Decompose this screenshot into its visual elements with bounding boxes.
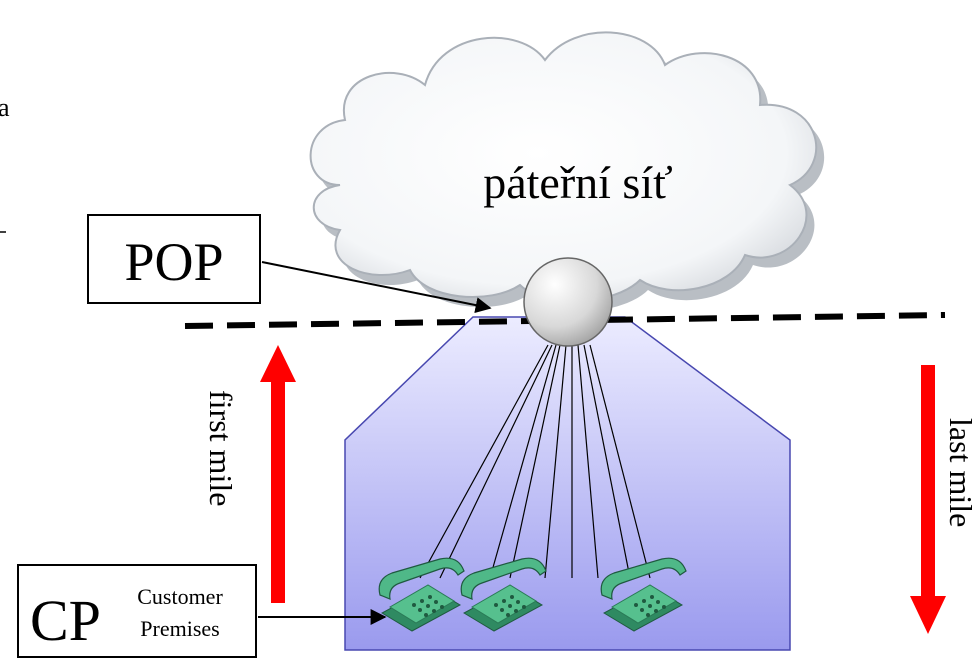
red-arrow-down	[910, 365, 946, 634]
last-mile-label: last mile	[943, 418, 979, 527]
cp-sub-line1: Customer	[137, 584, 223, 609]
first-mile-label: first mile	[203, 390, 239, 506]
pop-pointer-arrow	[261, 261, 492, 313]
pop-label: POP	[124, 232, 223, 292]
cp-label: CP	[30, 588, 101, 653]
pop-node	[523, 257, 613, 347]
pop-box	[87, 214, 261, 304]
red-arrow-up	[260, 345, 296, 603]
cloud-shape	[309, 31, 825, 312]
edge-text-fragment: a	[0, 93, 10, 122]
subscriber-lines	[419, 344, 651, 579]
cp-sub-line2: Premises	[140, 616, 219, 641]
cloud-label: páteřní síť	[483, 157, 673, 208]
cp-box	[17, 564, 257, 658]
